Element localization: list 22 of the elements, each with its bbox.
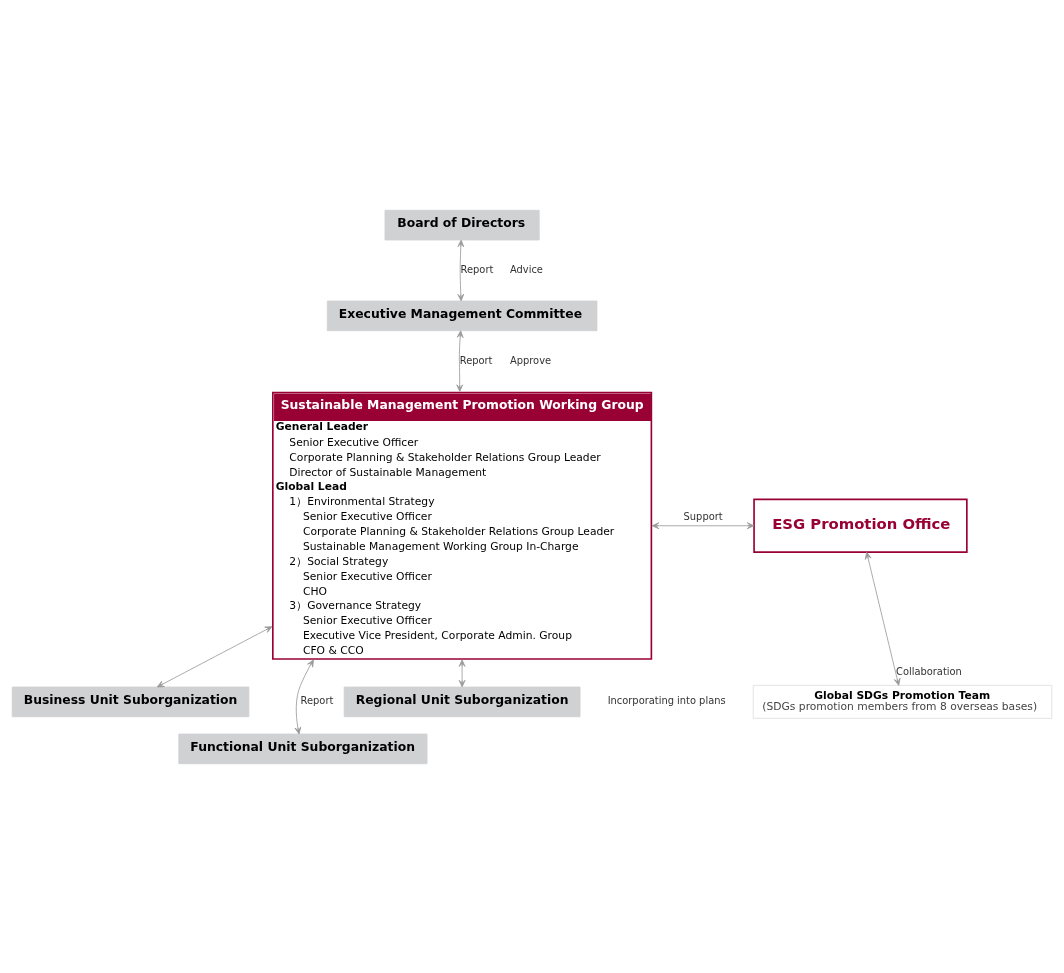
- label: Incorporating into plans: [607, 694, 726, 706]
- label: Advice: [509, 263, 543, 275]
- arrow: [156, 625, 273, 687]
- arrow: [458, 659, 466, 687]
- node-box: Regional Unit Suborganization: [343, 686, 581, 717]
- node-box: Executive Management Committee: [326, 300, 598, 331]
- node-box: Functional Unit Suborganization: [178, 733, 428, 764]
- arrow: [864, 551, 901, 686]
- arrow: [457, 239, 465, 301]
- node-box: ESG Promotion Office: [753, 498, 968, 553]
- edge-label: Report: [459, 354, 493, 366]
- node-box: Business Unit Suborganization: [11, 686, 250, 717]
- node-box: Global SDGs Promotion Team (SDGs promotion members from 8 overseas bases): [752, 684, 1053, 719]
- arrow: [651, 521, 755, 529]
- arrow: [294, 659, 314, 734]
- edge-label: Report: [300, 694, 334, 706]
- arrow: [456, 329, 464, 392]
- edge-label: Support: [683, 510, 723, 522]
- label: Approve: [510, 354, 552, 366]
- node-box: Board of Directors: [384, 209, 540, 240]
- edge-label: Collaboration: [896, 665, 962, 677]
- edge-label: Report: [460, 263, 494, 275]
